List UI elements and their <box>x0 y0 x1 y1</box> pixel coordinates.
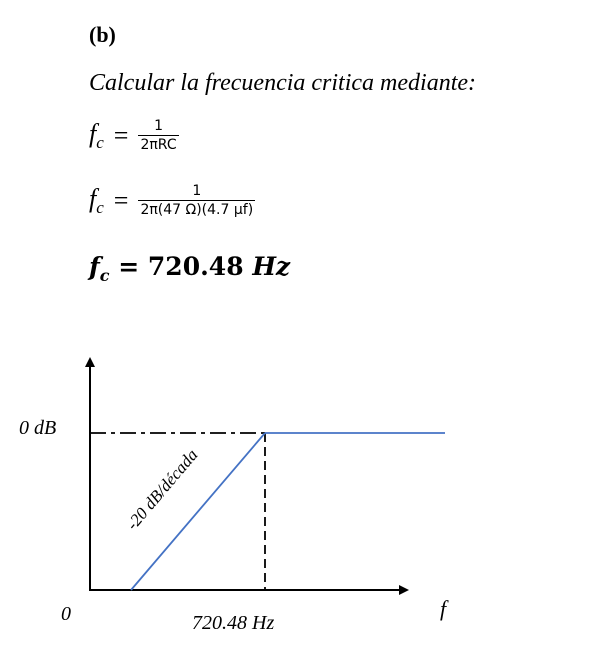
result-value: 720.48 <box>147 252 244 281</box>
fraction: 1 2π(47 Ω)(4.7 μf) <box>138 183 256 219</box>
section-label: (b) <box>89 22 116 47</box>
result-unit: Hz <box>252 252 291 281</box>
x-axis-label: f <box>440 596 449 621</box>
fraction-numerator: 1 <box>192 183 202 199</box>
lhs-subscript: c <box>96 198 104 218</box>
intro-text: Calcular la frecuencia critica mediante: <box>89 70 477 96</box>
y-reference-label: 0 dB <box>19 417 56 439</box>
result-lhs-base: f <box>89 252 100 281</box>
result-lhs-subscript: c <box>99 266 110 285</box>
fraction-numerator: 1 <box>154 118 163 134</box>
lhs-subscript: c <box>96 133 104 153</box>
equation-lhs: fc <box>89 184 104 218</box>
equation-formula: fc = 1 2πRC <box>89 118 179 154</box>
origin-label: 0 <box>61 603 71 625</box>
x-marker-label: 720.48 Hz <box>192 612 274 634</box>
equation-result: fc = 720.48 Hz <box>89 252 290 285</box>
response-rising-segment <box>130 432 266 591</box>
lhs-base: f <box>89 118 97 148</box>
result-equals: = <box>118 252 140 281</box>
equals-sign: = <box>113 121 129 150</box>
fraction-denominator: 2πRC <box>138 135 179 153</box>
equation-substitution: fc = 1 2π(47 Ω)(4.7 μf) <box>89 183 256 219</box>
fraction-denominator: 2π(47 Ω)(4.7 μf) <box>138 200 256 218</box>
equation-lhs: fc <box>89 119 104 153</box>
fraction: 1 2πRC <box>138 118 179 154</box>
lhs-base: f <box>89 183 97 213</box>
equals-sign: = <box>113 186 129 215</box>
